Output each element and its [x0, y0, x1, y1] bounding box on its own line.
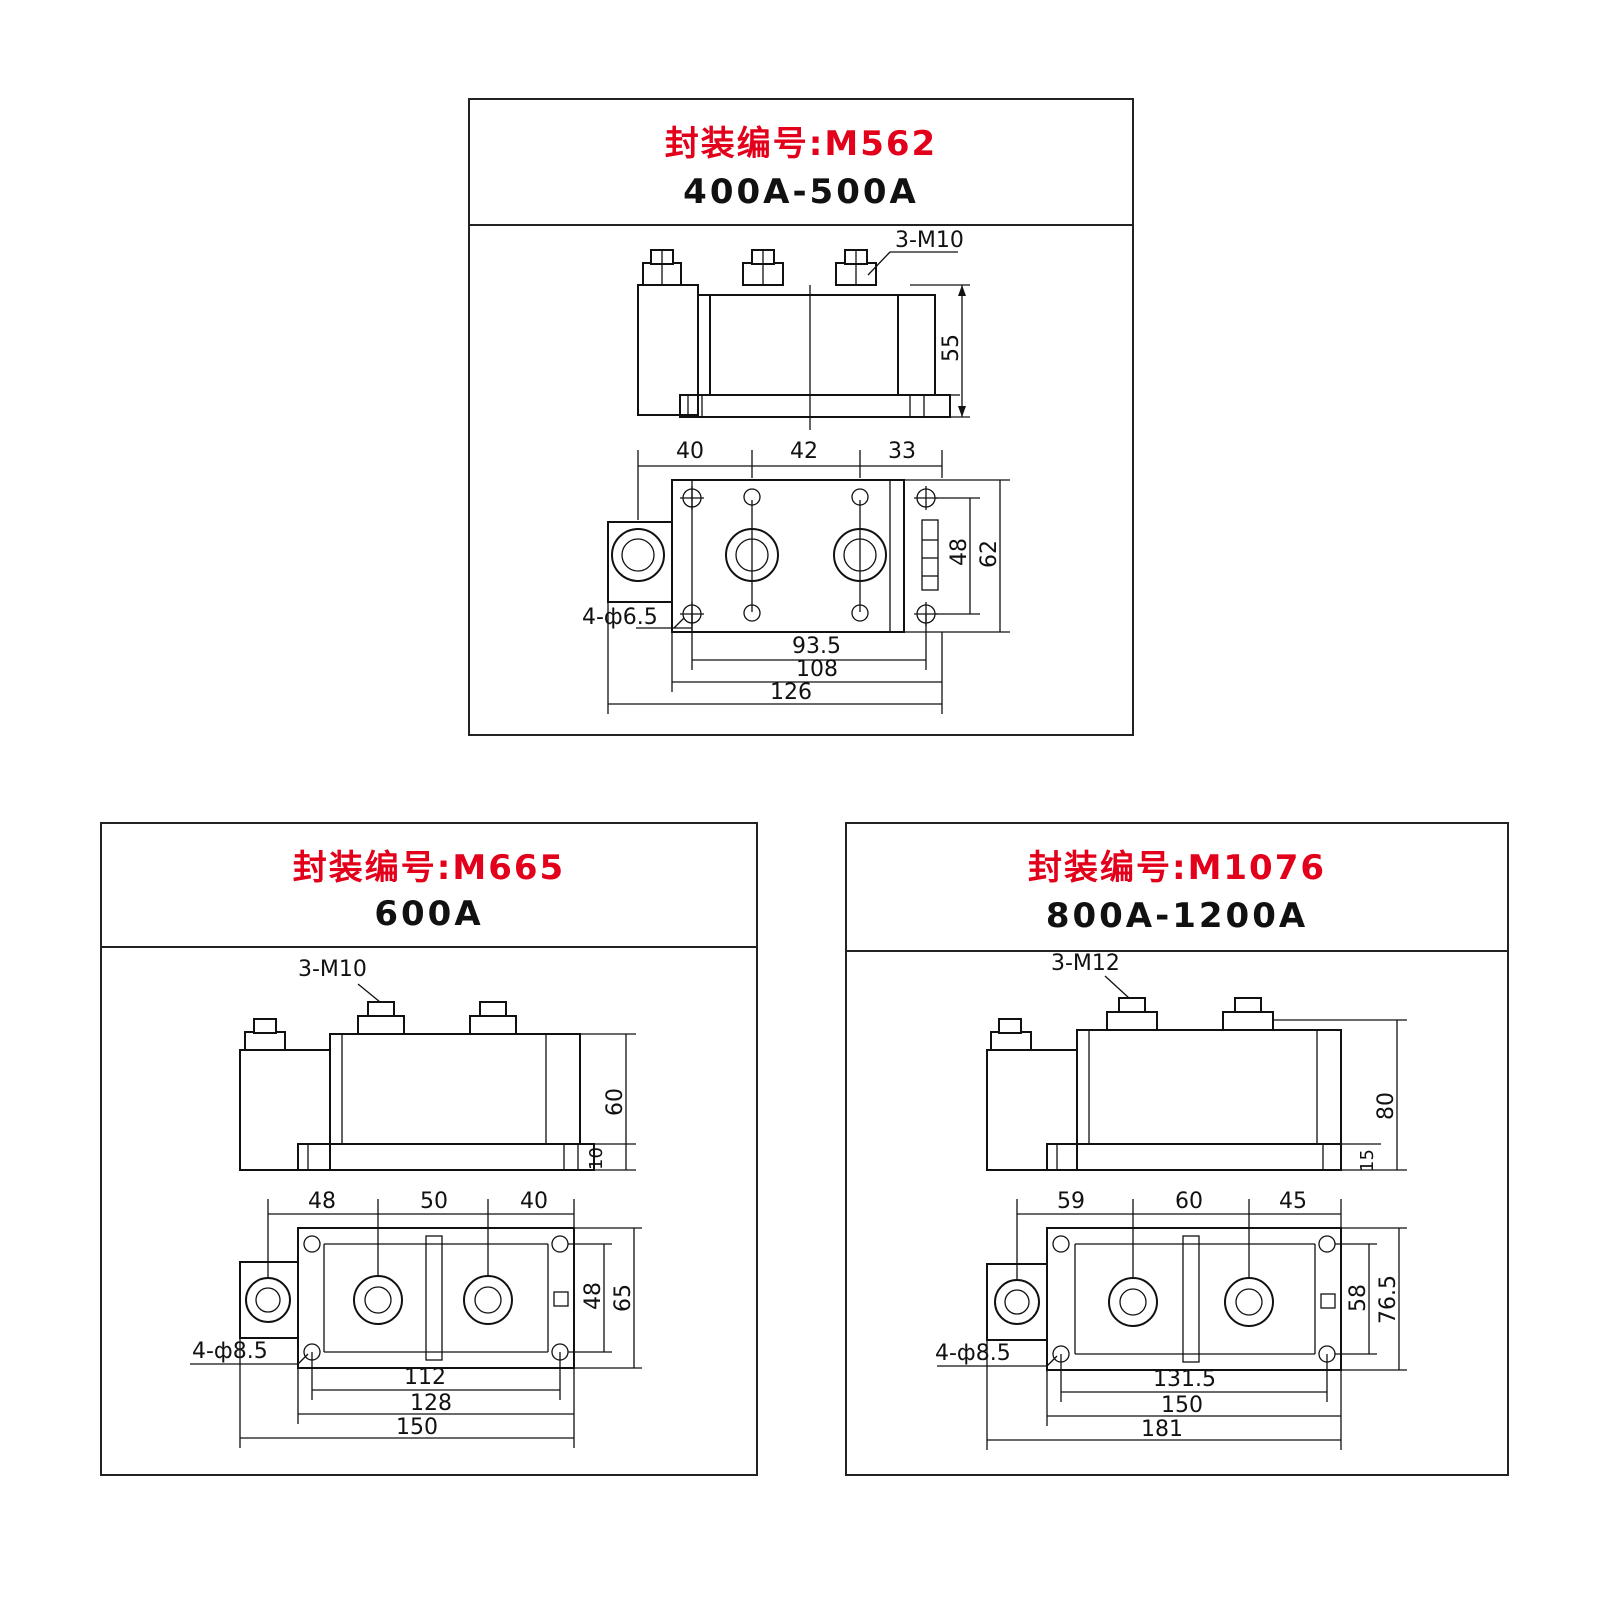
hole-span-dim-label: 112 [404, 1365, 446, 1390]
package-title: 封装编号:M562 [664, 124, 938, 164]
terminal-bolt-icon [835, 249, 877, 286]
package-title: 封装编号:M1076 [1027, 848, 1327, 888]
terminal-hole-icon [245, 1277, 291, 1323]
m562-top-view: 40 42 33 48 62 4-ф6.5 93.5 108 [582, 439, 1010, 714]
terminal-hole-icon [833, 528, 887, 582]
terminal-hole-icon [1108, 1277, 1158, 1327]
inner-vertical-dim-label: 48 [581, 1282, 606, 1310]
outer-vertical-dim-label: 76.5 [1376, 1275, 1401, 1324]
pitch-dim-label: 60 [1175, 1189, 1203, 1214]
package-title: 封装编号:M665 [292, 848, 566, 888]
base-length-dim-label: 150 [1161, 1393, 1203, 1418]
mounting-hole-icon [303, 1235, 321, 1253]
m1076-top-view: 59 60 45 58 76.5 4-ф8.5 131.5 150 [935, 1189, 1407, 1450]
pitch-dim-label: 45 [1279, 1189, 1307, 1214]
current-rating: 600A [374, 894, 484, 934]
total-length-dim-label: 150 [396, 1415, 438, 1440]
base-height-dim-label: 10 [586, 1147, 607, 1170]
terminal-hole-icon [725, 528, 779, 582]
terminal-hole-icon [611, 528, 665, 582]
height-dim-label: 80 [1374, 1092, 1399, 1120]
mounting-hole-spec-label: 4-ф8.5 [192, 1339, 268, 1364]
current-rating: 800A-1200A [1045, 896, 1309, 936]
terminal-bolt-icon [990, 1018, 1032, 1051]
terminal-hole-icon [1224, 1277, 1274, 1327]
total-length-dim-label: 181 [1141, 1417, 1183, 1442]
package-panel-m665: 封装编号:M665 600A 3-M10 [100, 822, 758, 1476]
inner-vertical-dim-label: 48 [947, 538, 972, 566]
mounting-hole-icon [1318, 1235, 1336, 1253]
current-rating: 400A-500A [683, 172, 919, 212]
terminal-bolt-icon [357, 1001, 405, 1035]
hole-span-dim-label: 131.5 [1153, 1367, 1216, 1392]
pitch-dim-label: 42 [790, 439, 818, 464]
hole-span-dim-label: 93.5 [792, 634, 841, 659]
base-height-dim-label: 15 [1357, 1149, 1378, 1172]
m1076-drawing: 3-M12 80 15 [935, 951, 1407, 1450]
panel-header: 封装编号:M562 400A-500A [470, 100, 1132, 226]
terminal-hole-icon [463, 1275, 513, 1325]
mounting-hole-icon [1052, 1235, 1070, 1253]
panel-header: 封装编号:M1076 800A-1200A [847, 824, 1507, 952]
mounting-hole-spec-label: 4-ф8.5 [935, 1341, 1011, 1366]
mounting-hole-spec-label: 4-ф6.5 [582, 605, 658, 630]
height-dim-label: 55 [939, 334, 964, 362]
height-dim-label: 60 [603, 1088, 628, 1116]
base-length-dim-label: 108 [796, 657, 838, 682]
terminal-bolt-icon [742, 249, 784, 286]
mounting-hole-icon [551, 1235, 569, 1253]
terminal-bolt-icon [642, 249, 682, 286]
pitch-dim-label: 33 [888, 439, 916, 464]
terminal-bolt-icon [244, 1018, 286, 1051]
screw-spec-label: 3-M12 [1051, 951, 1120, 976]
outer-vertical-dim-label: 62 [977, 540, 1002, 568]
total-length-dim-label: 126 [770, 680, 812, 705]
m1076-side-view: 3-M12 80 15 [986, 951, 1407, 1172]
terminal-bolt-icon [1222, 997, 1274, 1031]
terminal-hole-icon [994, 1279, 1040, 1325]
pitch-dim-label: 50 [420, 1189, 448, 1214]
m665-side-view: 3-M10 60 10 [239, 957, 636, 1171]
outer-vertical-dim-label: 65 [611, 1284, 636, 1312]
package-panel-m562: 封装编号:M562 400A-500A [468, 98, 1134, 736]
terminal-bolt-icon [469, 1001, 517, 1035]
m562-drawing: 3-M10 55 [582, 228, 1010, 714]
screw-spec-label: 3-M10 [895, 228, 964, 253]
base-length-dim-label: 128 [410, 1391, 452, 1416]
package-panel-m1076: 封装编号:M1076 800A-1200A 3-M12 [845, 822, 1509, 1476]
terminal-hole-icon [353, 1275, 403, 1325]
screw-spec-label: 3-M10 [298, 957, 367, 982]
pitch-dim-label: 48 [308, 1189, 336, 1214]
m562-side-view: 3-M10 55 [637, 228, 970, 430]
pitch-dim-label: 40 [520, 1189, 548, 1214]
pitch-dim-label: 40 [676, 439, 704, 464]
inner-vertical-dim-label: 58 [1346, 1284, 1371, 1312]
pitch-dim-label: 59 [1057, 1189, 1085, 1214]
terminal-bolt-icon [1106, 997, 1158, 1031]
m665-top-view: 48 50 40 48 65 4-ф8.5 112 128 150 [190, 1189, 642, 1448]
m665-drawing: 3-M10 60 10 [190, 957, 642, 1448]
panel-header: 封装编号:M665 600A [102, 824, 756, 948]
